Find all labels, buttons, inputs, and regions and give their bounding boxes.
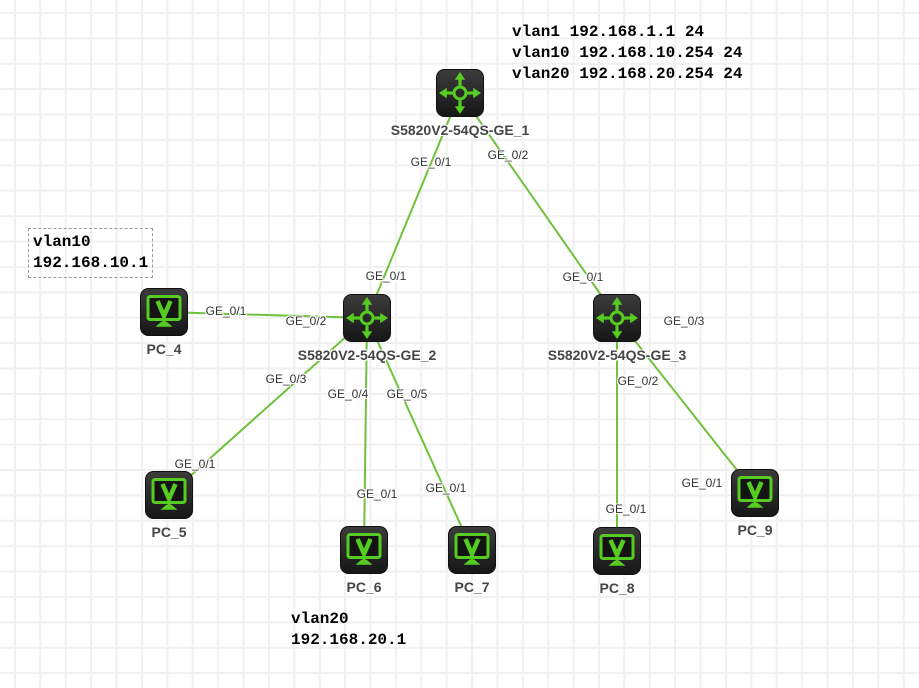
node-pc6[interactable] — [340, 526, 388, 574]
port-label: GE_0/1 — [356, 487, 398, 501]
link-sw1-sw3[interactable] — [459, 92, 618, 319]
port-label: GE_0/1 — [425, 481, 467, 495]
node-label-sw1: S5820V2-54QS-GE_1 — [390, 122, 530, 138]
link-sw2-pc5[interactable] — [168, 317, 368, 496]
node-label-pc6: PC_6 — [346, 579, 382, 595]
pc-icon — [140, 288, 188, 336]
pc-icon — [340, 526, 388, 574]
node-pc7[interactable] — [448, 526, 496, 574]
node-label-pc5: PC_5 — [151, 524, 187, 540]
node-label-pc7: PC_7 — [454, 579, 490, 595]
node-sw3[interactable] — [593, 294, 641, 342]
node-pc5[interactable] — [145, 471, 193, 519]
link-sw2-pc6[interactable] — [363, 317, 368, 551]
port-label: GE_0/1 — [205, 304, 247, 318]
port-label: GE_0/1 — [562, 270, 604, 284]
annotation-line: vlan10 192.168.10.254 24 — [512, 44, 743, 62]
node-label-pc9: PC_9 — [737, 522, 773, 538]
port-label: GE_0/1 — [605, 502, 647, 516]
port-label: GE_0/1 — [681, 476, 723, 490]
node-label-pc4: PC_4 — [146, 341, 182, 357]
switch-icon — [593, 294, 641, 342]
node-sw2[interactable] — [343, 294, 391, 342]
pc-icon — [448, 526, 496, 574]
port-label: GE_0/5 — [386, 387, 428, 401]
port-label: GE_0/3 — [663, 314, 705, 328]
node-pc9[interactable] — [731, 469, 779, 517]
node-label-sw3: S5820V2-54QS-GE_3 — [547, 347, 687, 363]
pc-icon — [145, 471, 193, 519]
node-label-pc8: PC_8 — [599, 580, 635, 596]
port-label: GE_0/2 — [487, 148, 529, 162]
annotation-switch1-vlans[interactable]: vlan1 192.168.1.1 24 vlan10 192.168.10.25… — [512, 22, 742, 85]
port-label: GE_0/2 — [617, 374, 659, 388]
link-sw2-pc7[interactable] — [366, 317, 473, 551]
annotation-vlan10[interactable]: vlan10 192.168.10.1 — [28, 228, 154, 278]
link-sw2-pc4[interactable] — [163, 311, 368, 319]
switch-icon — [436, 69, 484, 117]
annotation-line: vlan1 192.168.1.1 24 — [512, 23, 705, 41]
node-pc4[interactable] — [140, 288, 188, 336]
link-sw1-sw2[interactable] — [366, 92, 461, 319]
pc-icon — [593, 527, 641, 575]
link-sw3-pc9[interactable] — [616, 317, 756, 494]
switch-icon — [343, 294, 391, 342]
annotation-line: 192.168.20.1 — [291, 631, 407, 649]
port-label: GE_0/1 — [410, 155, 452, 169]
port-label: GE_0/2 — [285, 314, 327, 328]
node-label-sw2: S5820V2-54QS-GE_2 — [297, 347, 437, 363]
annotation-line: 192.168.10.1 — [33, 254, 149, 272]
port-label: GE_0/4 — [327, 387, 369, 401]
port-label: GE_0/1 — [174, 457, 216, 471]
port-label: GE_0/3 — [265, 372, 307, 386]
pc-icon — [731, 469, 779, 517]
port-label: GE_0/1 — [365, 269, 407, 283]
annotation-line: vlan10 — [33, 233, 91, 251]
annotation-vlan20[interactable]: vlan20 192.168.20.1 — [291, 609, 406, 651]
node-sw1[interactable] — [436, 69, 484, 117]
node-pc8[interactable] — [593, 527, 641, 575]
annotation-line: vlan20 192.168.20.254 24 — [512, 65, 743, 83]
annotation-line: vlan20 — [291, 610, 349, 628]
